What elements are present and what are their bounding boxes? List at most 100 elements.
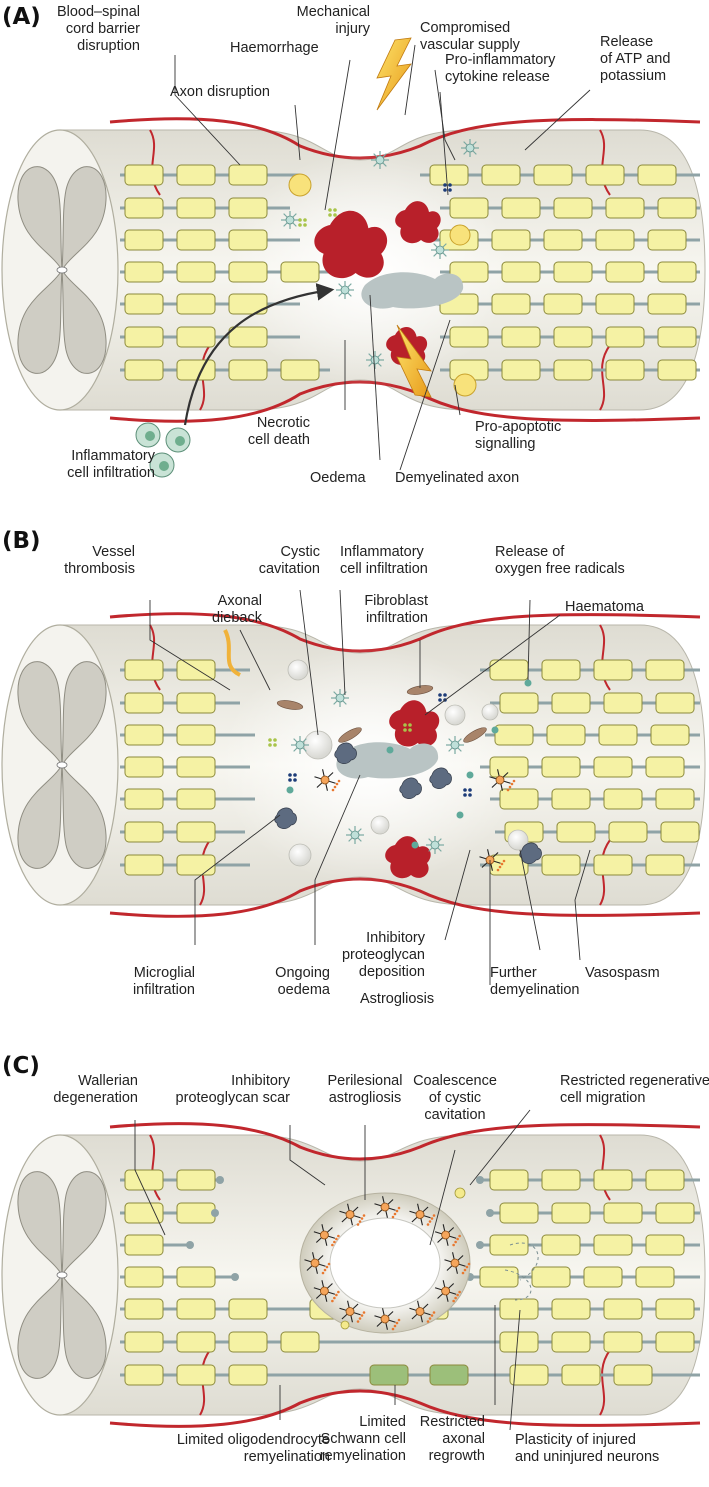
myelin-sheath <box>657 197 697 219</box>
label-line: proteoglycan <box>342 947 425 963</box>
proteoglycan-dot <box>428 1220 432 1223</box>
myelin-sheath <box>603 1331 643 1353</box>
myelin-sheath <box>501 261 541 283</box>
molecule-dot <box>328 213 332 217</box>
label-line: oedema <box>278 982 331 998</box>
branch-vessel <box>599 624 611 691</box>
haemorrhage-blob <box>395 201 441 244</box>
immune-nucleus <box>145 431 155 441</box>
soma <box>370 355 380 365</box>
leader-line <box>399 319 451 471</box>
myelin-sheath <box>499 692 539 714</box>
immune-nucleus <box>175 436 185 446</box>
molecule-dot <box>448 188 452 192</box>
molecule-dot <box>328 208 332 212</box>
myelin-sheath <box>551 692 591 714</box>
label-line: cell infiltration <box>340 561 428 577</box>
branch-vessel <box>599 1349 611 1416</box>
soma <box>450 740 460 750</box>
myelin-sheath <box>369 1364 409 1386</box>
fibroblast-cell <box>338 727 362 743</box>
myelin-sheath <box>635 1266 675 1288</box>
proteoglycan-dot <box>510 782 514 786</box>
astrocyte <box>374 1308 401 1331</box>
myelin-sheath <box>429 164 469 186</box>
label-line: Vessel <box>92 544 135 560</box>
proteoglycan-dot <box>452 1243 455 1247</box>
soma <box>415 1210 425 1219</box>
leader-line <box>469 1109 531 1186</box>
myelin-sheath <box>124 326 164 348</box>
myelin-sheath <box>655 1331 695 1353</box>
label-line: demyelination <box>490 982 579 998</box>
label-haematoma: Haematoma <box>565 599 645 615</box>
molecule-dot <box>293 778 297 782</box>
astrocyte <box>314 769 341 792</box>
label-line: cell migration <box>560 1090 645 1106</box>
myelin-sheath <box>499 788 539 810</box>
label-line: Cystic <box>281 544 320 560</box>
molecule-dot <box>443 188 447 192</box>
branch-vessel <box>149 129 161 196</box>
label-line: Inhibitory <box>231 1073 291 1089</box>
soma <box>380 1202 390 1212</box>
myelin-sheath <box>124 164 164 186</box>
myelin-sheath <box>553 261 593 283</box>
astrocyte <box>313 1224 340 1247</box>
astrocyte <box>409 1203 436 1226</box>
leader-line <box>404 44 416 116</box>
soma <box>415 1307 425 1316</box>
retraction-bulb <box>476 1176 484 1184</box>
label-line: degeneration <box>53 1090 138 1106</box>
soma <box>285 215 295 225</box>
macrophage-cell <box>429 767 452 789</box>
proteoglycan-dot <box>333 1240 336 1244</box>
myelin-sheath <box>124 854 164 876</box>
myelin-sheath <box>613 1364 653 1386</box>
leader-line <box>434 69 456 161</box>
leader-line <box>294 104 301 161</box>
myelin-sheath <box>655 1298 695 1320</box>
myelin-sheath <box>491 229 531 251</box>
myelin-sheath <box>124 788 164 810</box>
leader-line <box>134 1120 166 1236</box>
label-line: and uninjured neurons <box>515 1449 659 1465</box>
label-line: signalling <box>475 436 535 452</box>
molecule-dot <box>438 698 442 702</box>
label-line: Necrotic <box>257 415 310 431</box>
label-line: Further <box>490 965 537 981</box>
fibroblast-cell <box>463 727 487 743</box>
macrophage-cell <box>334 742 357 764</box>
myelin-sheath <box>124 293 164 315</box>
label-line: proteoglycan scar <box>176 1090 291 1106</box>
myelin-sheath <box>585 164 625 186</box>
proteoglycan-dot <box>391 1327 395 1331</box>
label-line: Restricted regenerative <box>560 1073 709 1089</box>
proteoglycan-dot <box>333 785 337 789</box>
leader-line <box>369 294 381 461</box>
sprouting-axon <box>504 1242 539 1301</box>
microglia-cell <box>346 826 364 844</box>
soma <box>375 155 385 165</box>
myelin-sheath <box>124 724 164 746</box>
proteoglycan-dot <box>456 1293 459 1297</box>
molecule-dot <box>463 788 467 792</box>
myelin-sheath <box>228 326 268 348</box>
label-line: Pro-inflammatory <box>445 52 556 68</box>
immune-nucleus <box>159 461 169 471</box>
myelin-sheath <box>657 326 697 348</box>
proteoglycan-dot <box>397 1318 401 1322</box>
molecule-dot <box>408 728 412 732</box>
free-radical-dot <box>466 771 474 779</box>
label-line: Release <box>600 34 653 50</box>
label-line: cord barrier <box>66 21 140 37</box>
soma <box>430 840 440 850</box>
myelin-sheath <box>489 756 529 778</box>
